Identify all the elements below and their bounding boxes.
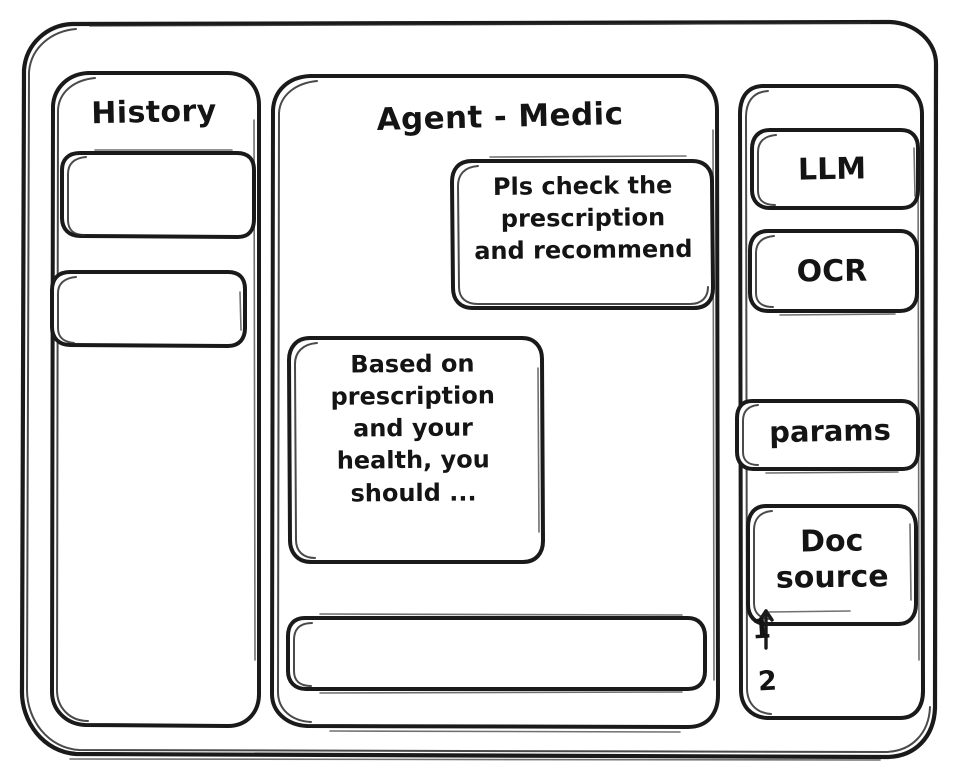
tool-ocr-outline[interactable] — [748, 229, 919, 316]
history-item-2-outline[interactable] — [50, 270, 247, 348]
assistant-message-text: Based on prescription and your health, y… — [330, 349, 495, 508]
tool-llm-label[interactable]: LLM — [797, 151, 867, 188]
tool-doc-source-outline[interactable] — [746, 504, 918, 626]
user-message-text: Pls check the prescription and recommend — [474, 171, 693, 266]
tool-ocr-label[interactable]: OCR — [796, 253, 868, 290]
tool-doc-source-label[interactable]: Doc source — [775, 523, 889, 596]
tool-params-outline[interactable] — [735, 399, 920, 474]
tool-params-label[interactable]: params — [768, 412, 892, 450]
annotation-number-1: 1 — [750, 613, 772, 646]
annotation-number-2: 2 — [757, 665, 778, 698]
composer-input-outline[interactable] — [286, 613, 707, 694]
user-message-bubble-outline — [450, 155, 715, 310]
tool-llm-outline[interactable] — [750, 128, 920, 210]
assistant-message-bubble-outline — [287, 336, 545, 564]
history-panel-title: History — [90, 93, 218, 132]
note-1-leader — [758, 609, 851, 650]
history-item-1-outline[interactable] — [60, 149, 256, 239]
